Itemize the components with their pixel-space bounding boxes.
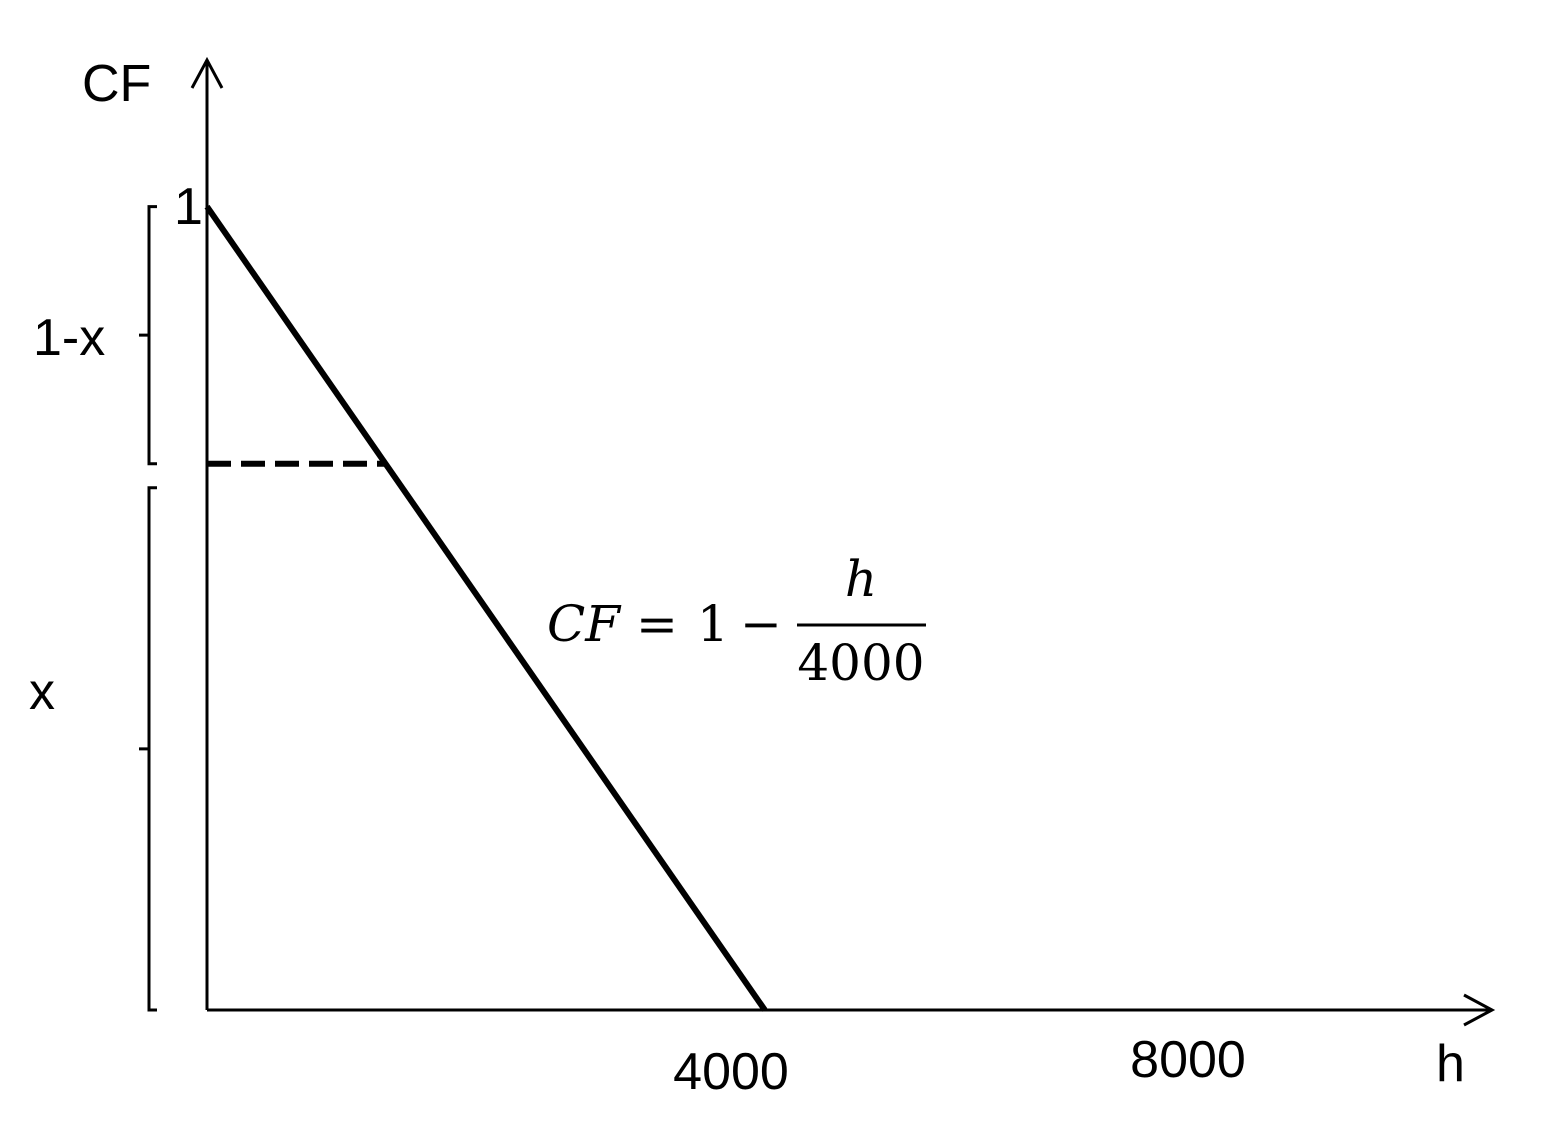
x-tick-label: 4000 [673,1043,789,1101]
x-axis-title: h [1436,1035,1465,1093]
y-axis-arrow [190,56,224,89]
brace-label-1-x: 1-x [33,309,105,367]
equation-numerator: h [845,550,877,608]
equation-minus: − [740,595,782,653]
brace-x [139,486,157,1012]
brace-1-x [139,205,157,466]
series-line [204,204,768,1012]
x-axis-arrow [1463,993,1496,1027]
equation-const: 1 [697,595,729,653]
equation-lhs: CF [547,595,622,653]
y-tick-label: 1 [174,178,203,236]
equation-denominator: 4000 [797,634,924,692]
brace-label-x: x [29,663,55,721]
y-axis-title: CF [82,55,151,113]
x-tick-label: 8000 [1130,1031,1246,1089]
equation-equals: = [636,595,678,653]
equation: CF = 1 − h 4000 [547,550,926,692]
